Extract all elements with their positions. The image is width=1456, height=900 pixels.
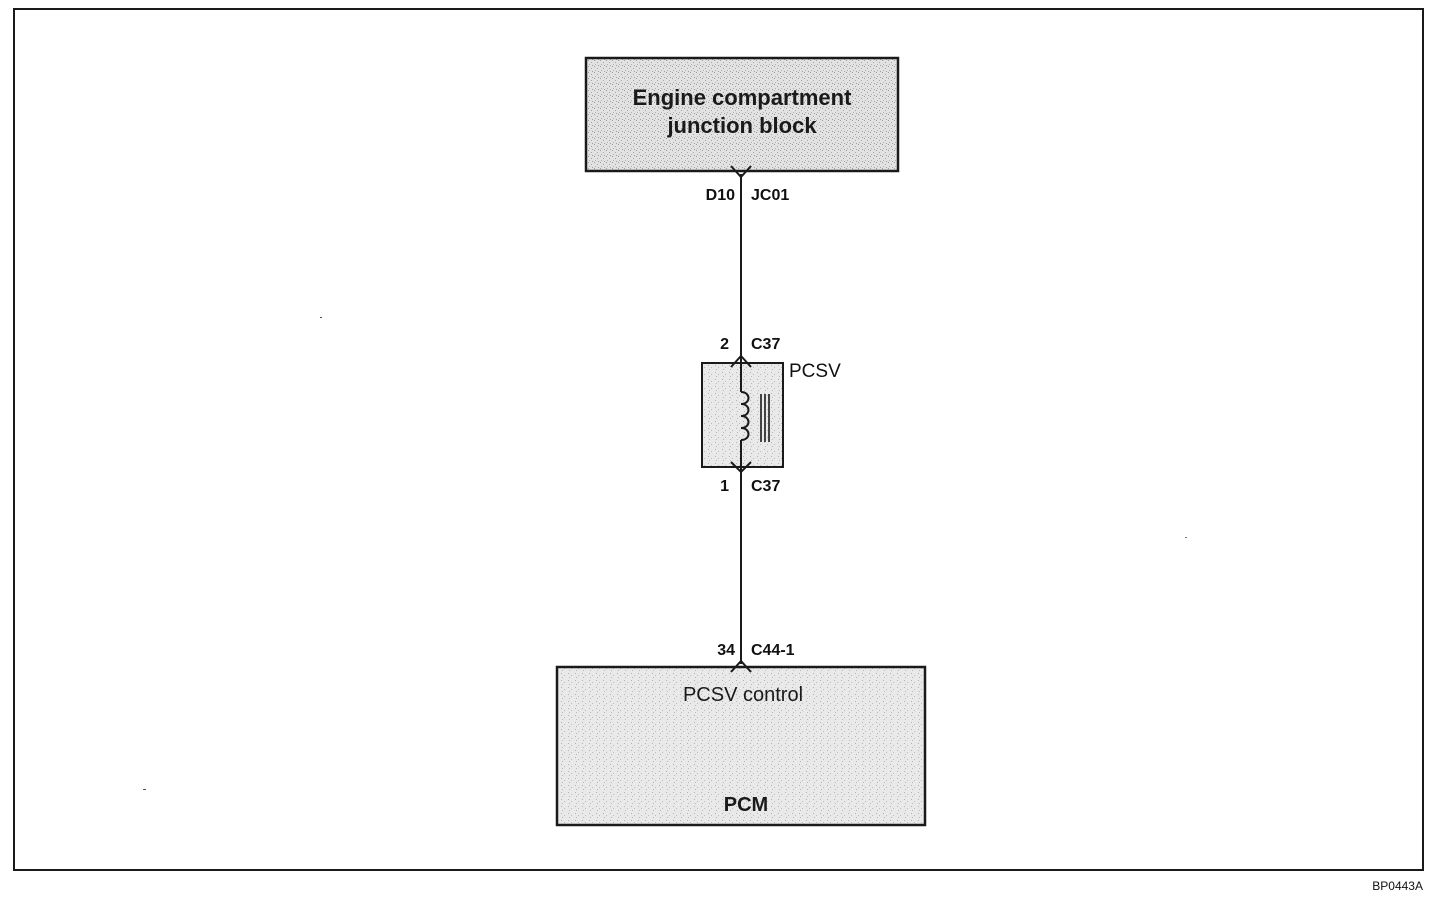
junction-block-box [584,56,900,173]
pcm-module: 34 C44-1 PCSV control PCM [555,642,927,827]
scan-speck [143,789,146,790]
pcsv-top-pin-label: 2 [720,336,729,353]
pcsv-top-connector-label: C37 [751,336,780,353]
scan-speck [320,317,322,318]
pcm-function-label: PCSV control [683,684,803,706]
junction-pin-label: D10 [706,187,735,204]
pcm-pin-label: 34 [717,642,735,659]
pcsv-bottom-connector-label: C37 [751,478,780,495]
pcm-box [555,665,927,827]
scan-speck [1185,537,1187,538]
pcsv-bottom-pin-label: 1 [720,478,729,495]
junction-connector-label: JC01 [751,187,789,204]
junction-block: Engine compartment junction block D10 JC… [584,56,900,204]
connector-chevron-c37-top [730,354,752,368]
figure-id-label: BP0443A [1372,879,1423,893]
diagram-frame [13,8,1424,871]
pcsv-component: 2 C37 PCSV 1 C37 [701,336,841,495]
solenoid-coil-icon [740,391,750,441]
connector-chevron-c44-1 [730,659,752,673]
pcm-name-label: PCM [724,794,768,816]
junction-block-title-line2: junction block [666,113,817,138]
junction-block-title-line1: Engine compartment [633,85,852,110]
pcm-connector-label: C44-1 [751,642,795,659]
pcsv-name-label: PCSV [789,361,841,382]
